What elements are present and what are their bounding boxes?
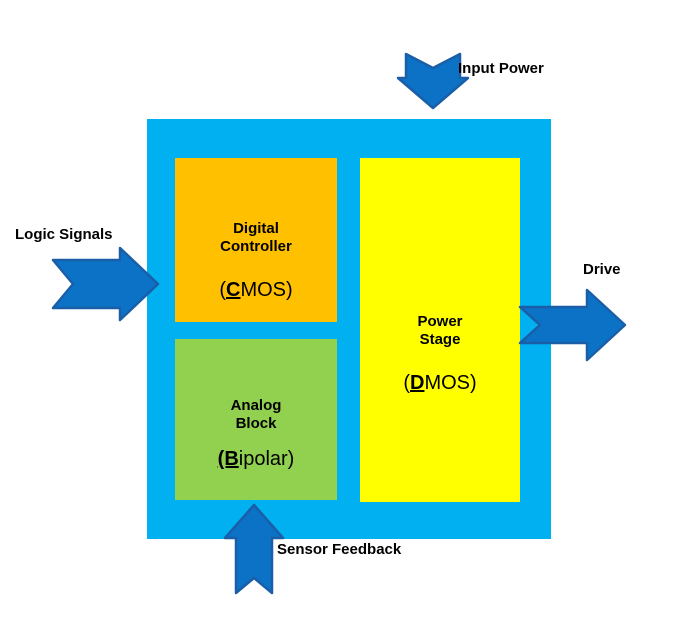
drive-arrow-icon [518,288,627,362]
tech-prefix: ( [403,372,410,394]
input-power-arrow-icon [396,52,470,110]
tech-key-letter: (B [217,448,239,470]
digital-controller-title-line1: Digital [233,220,279,237]
drive-label: Drive [583,261,621,278]
digital-controller-technology: (CMOS) [219,278,292,302]
power-stage-title: Power Stage [417,313,462,349]
sensor-feedback-label: Sensor Feedback [277,541,402,558]
tech-suffix: MOS) [424,372,477,394]
analog-block-title: Analog Block [231,397,282,433]
power-stage-title-line1: Power [417,313,463,330]
digital-controller-title-line2: Controller [220,238,292,255]
analog-block-title-line2: Block [235,415,277,432]
analog-block: Analog Block (Bipolar) [175,339,337,500]
logic-signals-arrow-icon [51,246,160,322]
logic-signals-label: Logic Signals [15,226,113,243]
power-stage-title-line2: Stage [419,331,461,348]
power-stage-block: Power Stage (DMOS) [360,158,520,502]
tech-suffix: MOS) [240,279,293,301]
digital-controller-block: Digital Controller (CMOS) [175,158,337,322]
input-power-label: Input Power [458,60,544,77]
power-stage-technology: (DMOS) [403,371,476,395]
analog-block-technology: (Bipolar) [218,447,295,471]
tech-key-letter: D [410,372,425,394]
tech-suffix: ipolar) [238,448,295,470]
analog-block-title-line1: Analog [230,397,282,414]
digital-controller-title: Digital Controller [220,220,292,256]
sensor-feedback-arrow-icon [223,503,285,595]
tech-prefix: ( [219,279,226,301]
tech-key-letter: C [226,279,241,301]
